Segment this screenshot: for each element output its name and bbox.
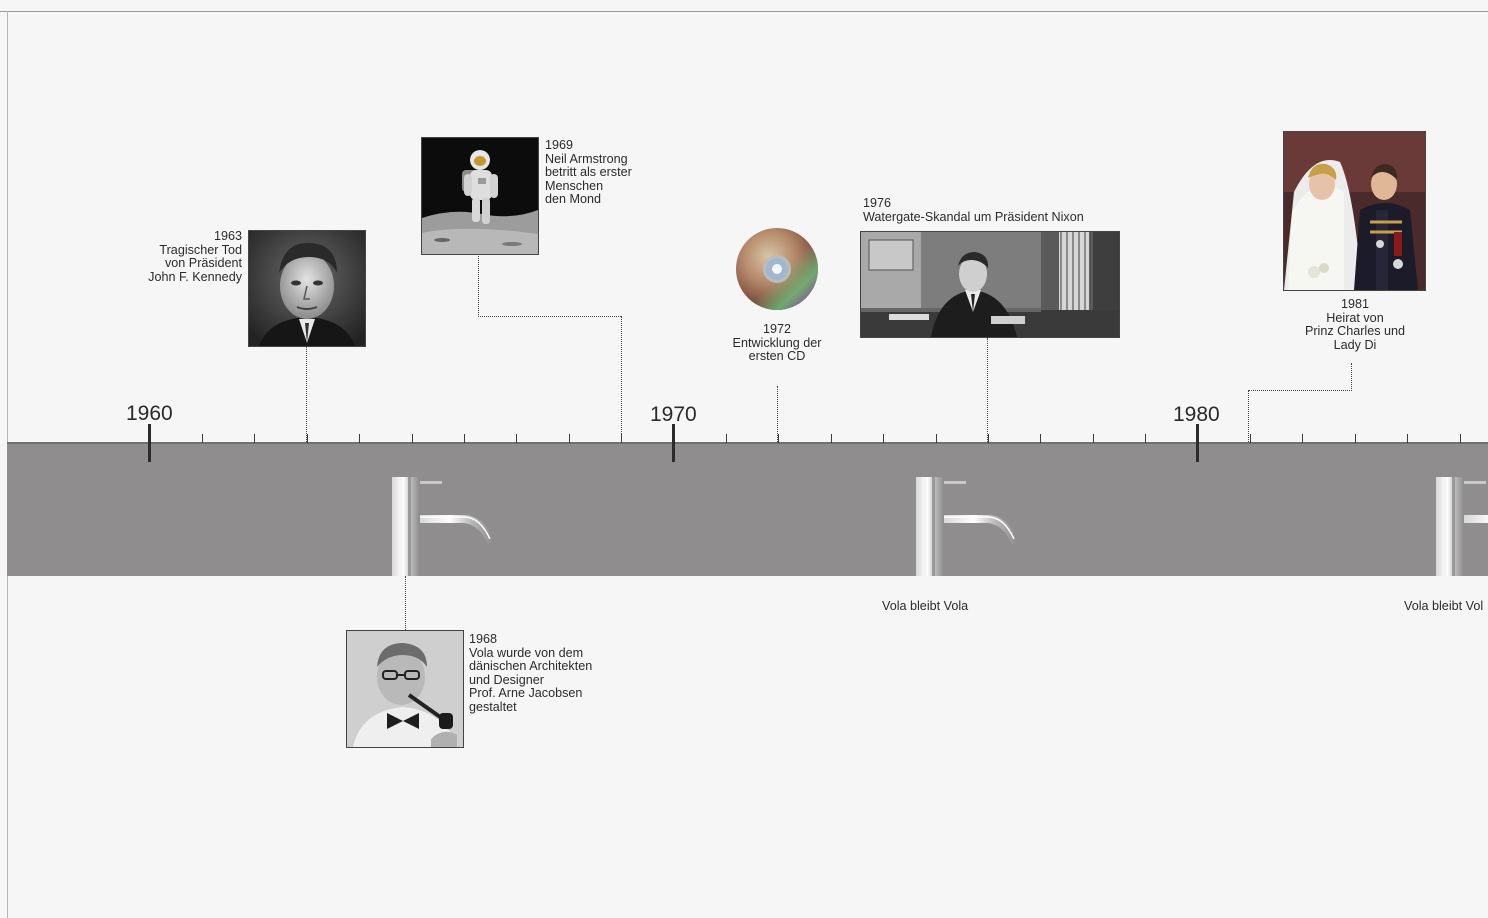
event-1963-line-3: John F. Kennedy	[148, 269, 242, 284]
event-1968-line-5: gestaltet	[469, 699, 517, 714]
vola-faucet-icon	[914, 477, 1020, 576]
event-1963-line-1: Tragischer Tod	[159, 242, 242, 257]
year-tick	[726, 434, 727, 443]
year-tick	[202, 434, 203, 443]
event-1981-line-3: Lady Di	[1333, 337, 1377, 352]
year-tick	[831, 434, 832, 443]
event-1968-year: 1968	[469, 632, 498, 646]
event-1976-caption: 1976 Watergate-Skandal um Präsident Nixo…	[863, 196, 1123, 224]
event-1972-caption: 1972 Entwicklung der ersten CD	[712, 322, 842, 364]
year-tick	[359, 434, 360, 443]
event-1968-line-2: dänischen Architekten	[469, 659, 593, 674]
event-1969-caption: 1969 Neil Armstrong betritt als erster M…	[545, 138, 665, 207]
nixon-photo	[860, 231, 1120, 338]
year-tick	[307, 434, 308, 443]
connector-1976	[987, 338, 988, 442]
event-1976-line-1: Watergate-Skandal um Präsident Nixon	[863, 209, 1084, 224]
vola-caption-2: Vola bleibt Vol	[1404, 599, 1484, 613]
jacobsen-photo	[346, 630, 464, 748]
connector-1963	[306, 346, 307, 442]
event-1972-year: 1972	[762, 322, 792, 336]
year-tick	[988, 434, 989, 443]
connector-1969-vertical-a	[478, 254, 479, 317]
year-tick	[254, 434, 255, 443]
year-tick	[883, 434, 884, 443]
year-tick	[936, 434, 937, 443]
event-1969-year: 1969	[545, 138, 574, 152]
timeline-band	[7, 443, 1488, 576]
event-1969-line-1: Neil Armstrong	[545, 151, 628, 166]
year-tick	[516, 434, 517, 443]
event-1981-line-1: Heirat von	[1326, 310, 1384, 325]
major-tick-1980	[1196, 424, 1199, 462]
event-1968-line-3: und Designer	[469, 672, 544, 687]
event-1968-line-4: Prof. Arne Jacobsen	[469, 686, 583, 701]
event-1981-year: 1981	[1340, 297, 1370, 311]
event-1963-year: 1963	[213, 229, 242, 243]
decade-label-1960: 1960	[126, 402, 173, 425]
event-1969-line-2: betritt als erster	[545, 165, 632, 180]
event-1981-line-2: Prinz Charles und	[1304, 324, 1406, 339]
connector-1969-horizontal	[478, 316, 621, 317]
year-tick	[1355, 434, 1356, 443]
major-tick-1960	[148, 424, 151, 462]
timeline-axis-line	[7, 442, 1488, 444]
decade-label-1980: 1980	[1173, 403, 1220, 426]
vola-faucet-icon	[1434, 477, 1488, 576]
connector-1981-vertical-a	[1351, 363, 1352, 391]
kennedy-photo	[248, 230, 366, 347]
event-1969-line-4: den Mond	[545, 192, 602, 207]
connector-1981-horizontal	[1248, 390, 1352, 391]
event-1963-line-2: von Präsident	[164, 256, 242, 271]
year-tick	[1460, 434, 1461, 443]
decade-label-1970: 1970	[650, 403, 697, 426]
year-tick	[778, 434, 779, 443]
event-1972-line-1: Entwicklung der	[732, 335, 822, 350]
year-tick	[1040, 434, 1041, 443]
connector-1969-vertical-b	[621, 316, 622, 442]
event-1968-caption: 1968 Vola wurde von dem dänischen Archit…	[469, 632, 619, 715]
year-tick	[1302, 434, 1303, 443]
event-1968-line-1: Vola wurde von dem	[469, 645, 584, 660]
compact-disc-icon	[735, 227, 819, 311]
major-tick-1970	[672, 424, 675, 462]
year-tick	[569, 434, 570, 443]
connector-1968	[405, 576, 406, 630]
event-1976-year: 1976	[863, 196, 892, 210]
year-tick	[412, 434, 413, 443]
frame-top-line	[0, 11, 1488, 12]
connector-1972	[777, 386, 778, 442]
event-1981-caption: 1981 Heirat von Prinz Charles und Lady D…	[1290, 297, 1420, 352]
year-tick	[464, 434, 465, 443]
vola-caption-1: Vola bleibt Vola	[882, 599, 969, 613]
year-tick	[1407, 434, 1408, 443]
vola-faucet-icon	[390, 477, 496, 576]
event-1972-line-2: ersten CD	[748, 349, 806, 364]
year-tick	[1145, 434, 1146, 443]
event-1963-caption: 1963 Tragischer Tod von Präsident John F…	[100, 229, 242, 284]
year-tick	[1250, 434, 1251, 443]
moon-landing-photo	[421, 137, 539, 255]
connector-1981-vertical-b	[1248, 390, 1249, 442]
event-1969-line-3: Menschen	[545, 178, 604, 193]
year-tick	[1093, 434, 1094, 443]
royal-wedding-photo	[1283, 131, 1426, 291]
